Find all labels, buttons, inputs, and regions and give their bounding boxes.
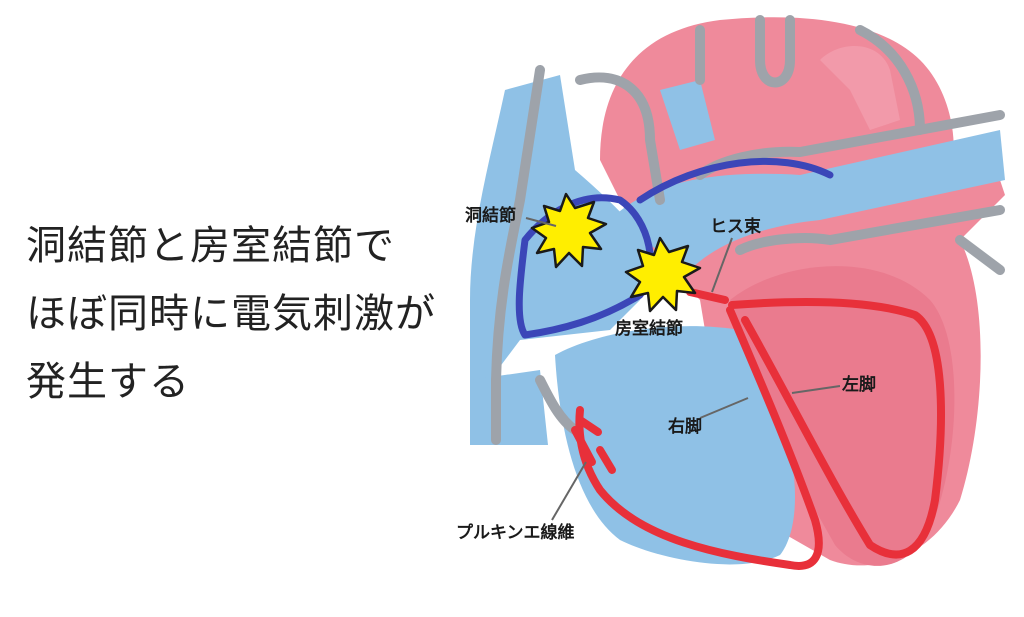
caption: 洞結節と房室結節で ほぼ同時に電気刺激が 発生する bbox=[26, 212, 456, 416]
pulmonary-artery bbox=[610, 130, 1005, 270]
pulmonary-vein bbox=[820, 46, 900, 130]
heart-diagram: 洞結節 房室結節 ヒス束 左脚 右脚 プルキンエ線維 bbox=[456, 15, 1005, 570]
left-bundle-branch bbox=[728, 298, 945, 559]
caption-line-2: ほぼ同時に電気刺激が bbox=[26, 291, 436, 337]
inferior-vena-cava bbox=[470, 370, 548, 445]
leader-his bbox=[711, 237, 733, 293]
pulmonary-trunk-left bbox=[660, 80, 715, 150]
spark-icon bbox=[624, 236, 702, 313]
left-ventricle bbox=[730, 266, 955, 566]
label-sa-node: 洞結節 bbox=[465, 205, 516, 226]
outline-aorta-top bbox=[695, 15, 795, 88]
leader-left bbox=[791, 385, 841, 394]
heart-figure: 洞結節 房室結節 ヒス束 左脚 右脚 プルキンエ線維 bbox=[440, 0, 1024, 613]
leader-purkinje bbox=[551, 461, 587, 521]
label-his-bundle: ヒス束 bbox=[710, 216, 761, 237]
right-bundle-branch bbox=[575, 306, 823, 570]
outline-svc bbox=[491, 65, 545, 445]
leader-right bbox=[699, 397, 749, 419]
label-av-node: 房室結節 bbox=[615, 318, 683, 339]
spark-icon bbox=[530, 192, 608, 269]
caption-line-3: 発生する bbox=[26, 359, 190, 405]
outline-arch-right bbox=[855, 25, 925, 135]
label-purkinje: プルキンエ線維 bbox=[456, 522, 575, 543]
label-right-branch: 右脚 bbox=[668, 416, 702, 437]
vessel-outlines bbox=[491, 15, 1005, 445]
outline-aorta-inner bbox=[575, 72, 665, 205]
outline-pa-lower bbox=[735, 205, 1005, 255]
leader-sa bbox=[525, 217, 557, 227]
purkinje-fiber-1 bbox=[571, 416, 616, 474]
leader-lines bbox=[525, 217, 841, 521]
outline-la bbox=[955, 235, 1005, 275]
label-left-branch: 左脚 bbox=[842, 374, 876, 395]
outline-valve bbox=[535, 375, 580, 435]
caption-line-1: 洞結節と房室結節で bbox=[26, 223, 395, 269]
